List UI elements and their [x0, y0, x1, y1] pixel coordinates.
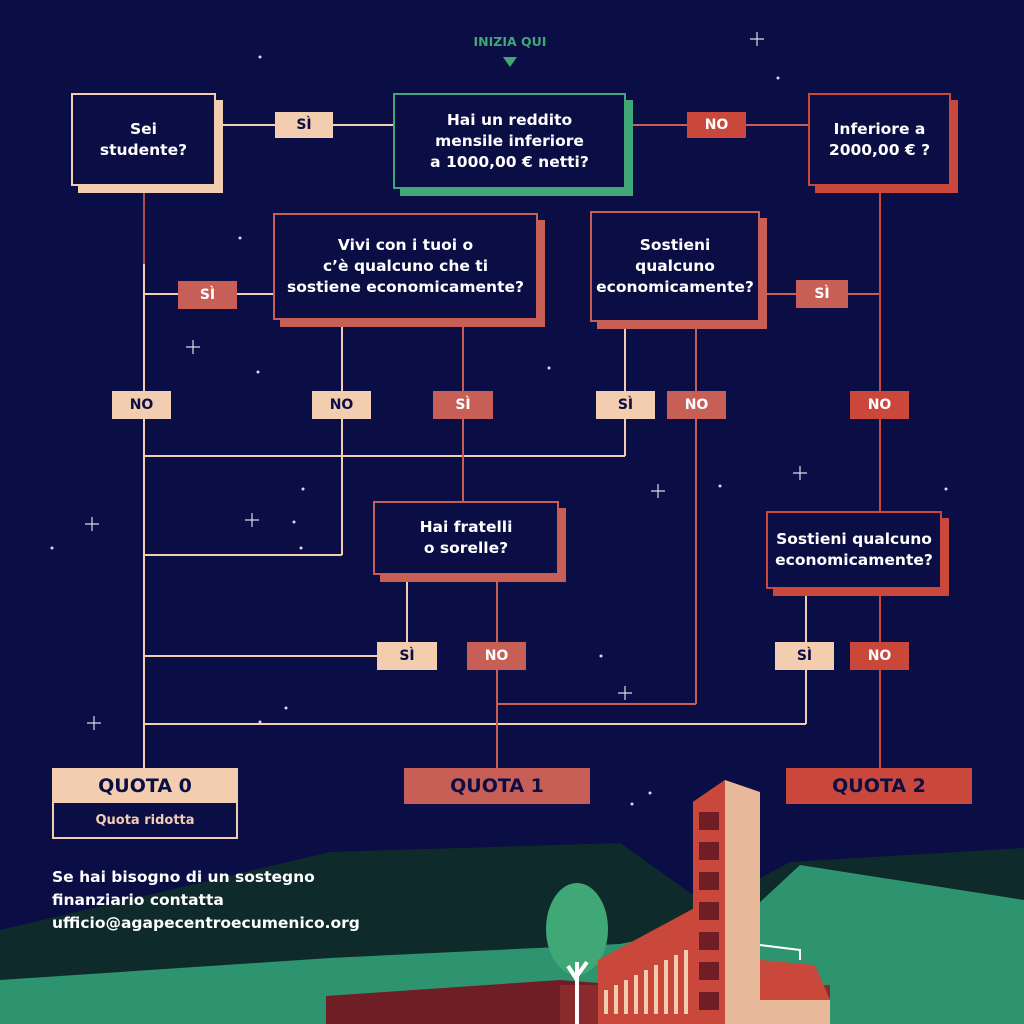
answer-yes-fratelli: SÌ — [377, 642, 437, 670]
answer-yes-sostieni-2: SÌ — [775, 642, 834, 670]
question-inferiore: Inferiore a 2000,00 € ? — [808, 93, 951, 186]
answer-no-vivi: NO — [312, 391, 371, 419]
answer-no-reddito: NO — [687, 112, 746, 138]
question-fratelli: Hai fratelli o sorelle? — [373, 501, 559, 575]
answer-yes-studente: SÌ — [275, 112, 333, 138]
question-reddito: Hai un reddito mensile inferiore a 1000,… — [393, 93, 626, 189]
answer-no-fratelli: NO — [467, 642, 526, 670]
result-quota-0-note: Quota ridotta — [52, 803, 238, 839]
answer-no-studente: NO — [112, 391, 171, 419]
answer-yes-vivi-fratelli: SÌ — [433, 391, 493, 419]
question-vivi: Vivi con i tuoi o c’è qualcuno che ti so… — [273, 213, 538, 320]
question-studente: Sei studente? — [71, 93, 216, 186]
question-sostieni: Sostieni qualcuno economicamente? — [590, 211, 760, 322]
result-quota-0: QUOTA 0 — [52, 768, 238, 803]
answer-no-sostieni-2: NO — [850, 642, 909, 670]
answer-yes-vivi: SÌ — [178, 281, 237, 309]
answer-yes-sostieni: SÌ — [796, 280, 848, 308]
result-quota-1: QUOTA 1 — [404, 768, 590, 804]
answer-yes-sostieni-quota0: SÌ — [596, 391, 655, 419]
contact-line-2: finanziario contatta — [52, 891, 224, 909]
start-arrow-icon — [503, 57, 517, 67]
answer-no-inferiore: NO — [850, 391, 909, 419]
contact-email-link[interactable]: ufficio@agapecentroecumenico.org — [52, 914, 360, 932]
question-sostieni-2: Sostieni qualcuno economicamente? — [766, 511, 942, 589]
contact-line-1: Se hai bisogno di un sostegno — [52, 868, 315, 886]
result-quota-2: QUOTA 2 — [786, 768, 972, 804]
start-label: INIZIA QUI — [473, 34, 547, 49]
answer-no-sostieni: NO — [667, 391, 726, 419]
contact-info: Se hai bisogno di un sostegno finanziari… — [52, 866, 382, 935]
